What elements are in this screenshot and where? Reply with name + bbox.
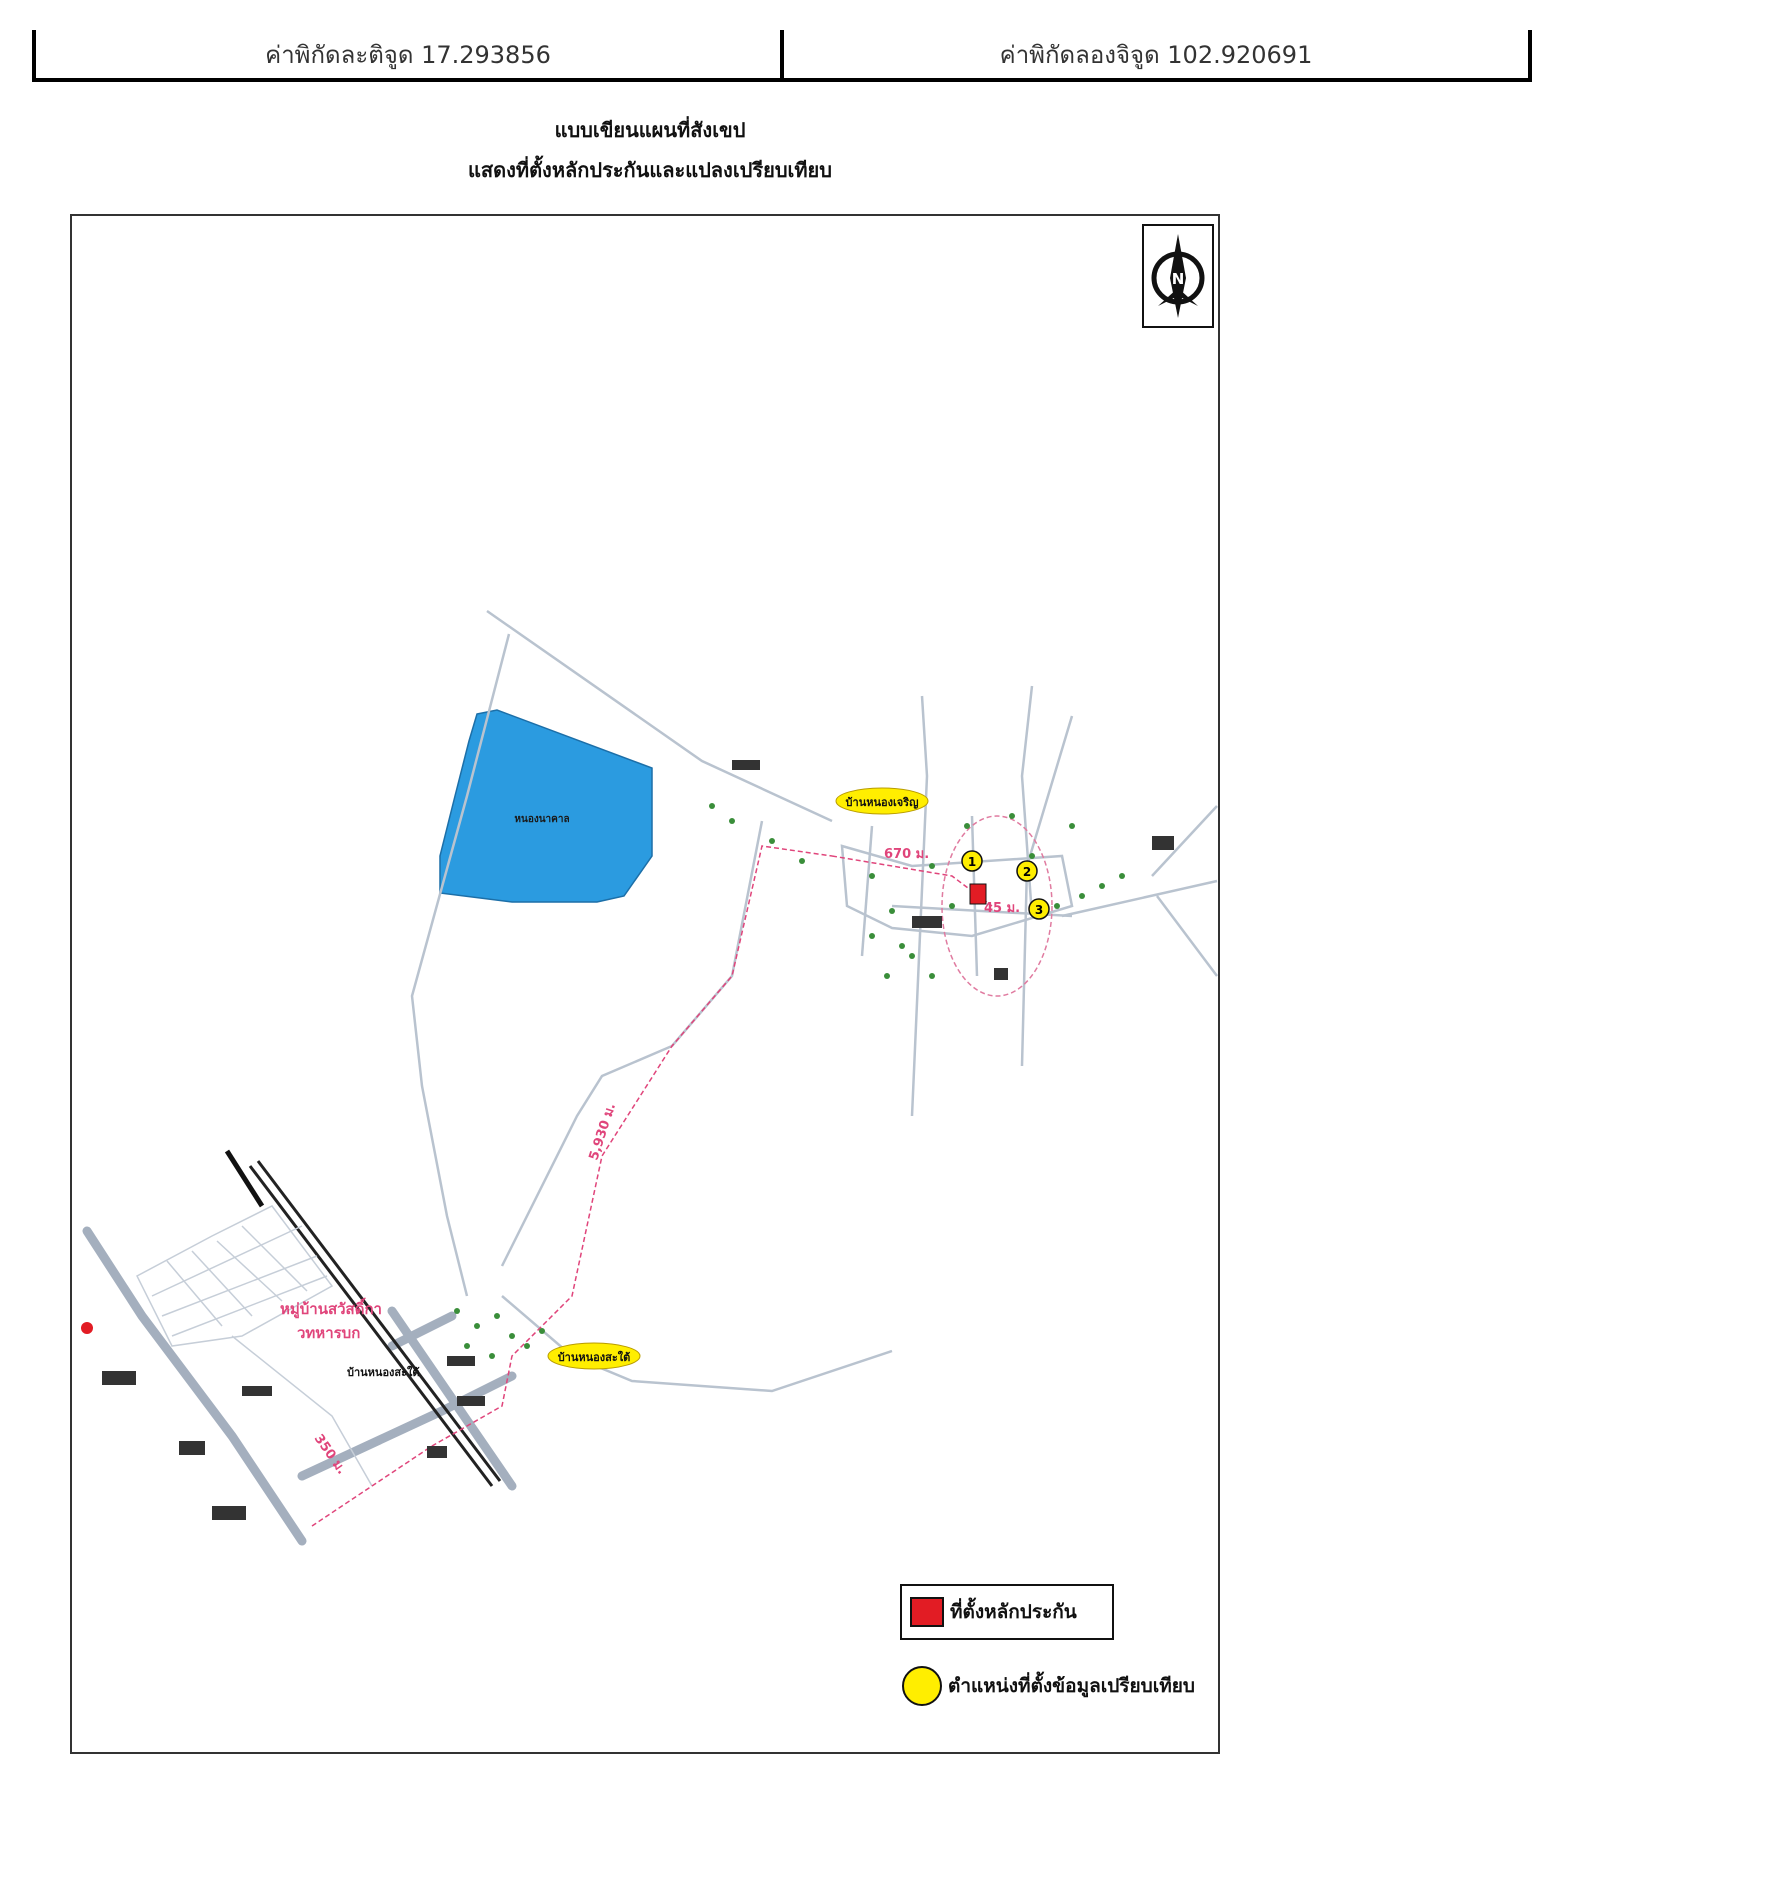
- road-south-east: [501, 1295, 893, 1393]
- legend-yellow-dot: [902, 1666, 942, 1706]
- north-arrow-icon: N: [1142, 224, 1214, 328]
- residential-grid: [136, 1205, 373, 1487]
- legend-compare: ตำแหน่งที่ตั้งข้อมูลเปรียบเทียบ: [902, 1666, 1195, 1706]
- temple-icon-3: [179, 1441, 205, 1455]
- fuel-icon: [81, 1322, 93, 1334]
- compare-marker-2-label: 2: [1023, 865, 1031, 879]
- map-subtitle: แสดงที่ตั้งหลักประกันและแปลงเปรียบเทียบ: [468, 158, 832, 182]
- school-icon: [1152, 836, 1174, 850]
- village-label-military: วทหารบก: [297, 1324, 360, 1342]
- road-village-1: [840, 844, 1074, 938]
- compare-marker-3-label: 3: [1035, 903, 1043, 917]
- legend-red-swatch: [910, 1597, 944, 1627]
- building-icons: [81, 760, 1174, 1520]
- road-north-1: [910, 695, 929, 1117]
- collateral-marker: [969, 883, 987, 905]
- svg-text:บ้านหนองสะใต้: บ้านหนองสะใต้: [558, 1350, 631, 1364]
- distance-5930: 5,930 ม.: [587, 1101, 620, 1162]
- map-title: แบบเขียนแผนที่สังเขป: [554, 118, 746, 142]
- map-canvas: หนองนาคาล: [81, 609, 1218, 1546]
- comparison-markers: 1 2 3: [961, 850, 1050, 920]
- legend-collateral: ที่ตั้งหลักประกัน: [900, 1584, 1114, 1640]
- road-mid: [500, 820, 764, 1267]
- factory-icon-2: [457, 1396, 485, 1406]
- road-east: [1061, 879, 1218, 918]
- road-east-3: [1156, 895, 1218, 977]
- highways: [82, 1226, 517, 1546]
- tree-markers: [454, 803, 1125, 1359]
- compare-marker-3: [1028, 898, 1050, 920]
- svg-text:บ้านหนองเจริญ: บ้านหนองเจริญ: [846, 796, 919, 809]
- longitude-label: ค่าพิกัดลองจิจูด 102.920691: [780, 30, 1528, 78]
- temple-icon-2: [447, 1356, 475, 1366]
- highway-link-2: [387, 1311, 457, 1351]
- legend-compare-label: ตำแหน่งที่ตั้งข้อมูลเปรียบเทียบ: [948, 1675, 1195, 1697]
- house-icon: [994, 968, 1008, 980]
- compare-marker-2: [1016, 860, 1038, 882]
- school-icon-2: [212, 1506, 246, 1520]
- compare-marker-1-label: 1: [968, 855, 976, 869]
- distance-45: 45 ม.: [984, 901, 1020, 916]
- lake: [439, 709, 653, 903]
- road-north-west: [486, 609, 833, 823]
- tank-icon: [242, 1386, 272, 1396]
- temple-icon-4: [427, 1446, 447, 1458]
- road-west-spine: [410, 633, 511, 1297]
- lake-label: หนองนาคาล: [514, 814, 569, 825]
- village-label-swatdika: หมู่บ้านสวัสดิ์กา: [280, 1297, 382, 1319]
- office-icon: [102, 1371, 136, 1385]
- factory-icon: [732, 760, 760, 770]
- legend-collateral-label: ที่ตั้งหลักประกัน: [950, 1601, 1077, 1623]
- road-village-2: [860, 825, 874, 957]
- highway-west: [82, 1226, 307, 1546]
- sketch-map[interactable]: หนองนาคาล: [70, 214, 1220, 1754]
- compare-marker-1: [961, 850, 983, 872]
- village-label-nong-charoen: บ้านหนองเจริญ: [835, 787, 929, 815]
- coordinate-header: ค่าพิกัดละติจูด 17.293856 ค่าพิกัดลองจิจ…: [32, 30, 1532, 82]
- road-east-2: [1151, 805, 1218, 877]
- compass-letter: N: [1172, 270, 1185, 288]
- railway: [224, 1149, 502, 1487]
- highway-link: [297, 1371, 517, 1481]
- temple-icon: [912, 916, 942, 928]
- distance-670: 670 ม.: [884, 847, 929, 862]
- village-label-nong-sa-tai: บ้านหนองสะใต้: [547, 1342, 641, 1370]
- village-label-nong-sa-tai-plain: บ้านหนองสะใต้: [347, 1365, 420, 1379]
- latitude-label: ค่าพิกัดละติจูด 17.293856: [265, 40, 551, 69]
